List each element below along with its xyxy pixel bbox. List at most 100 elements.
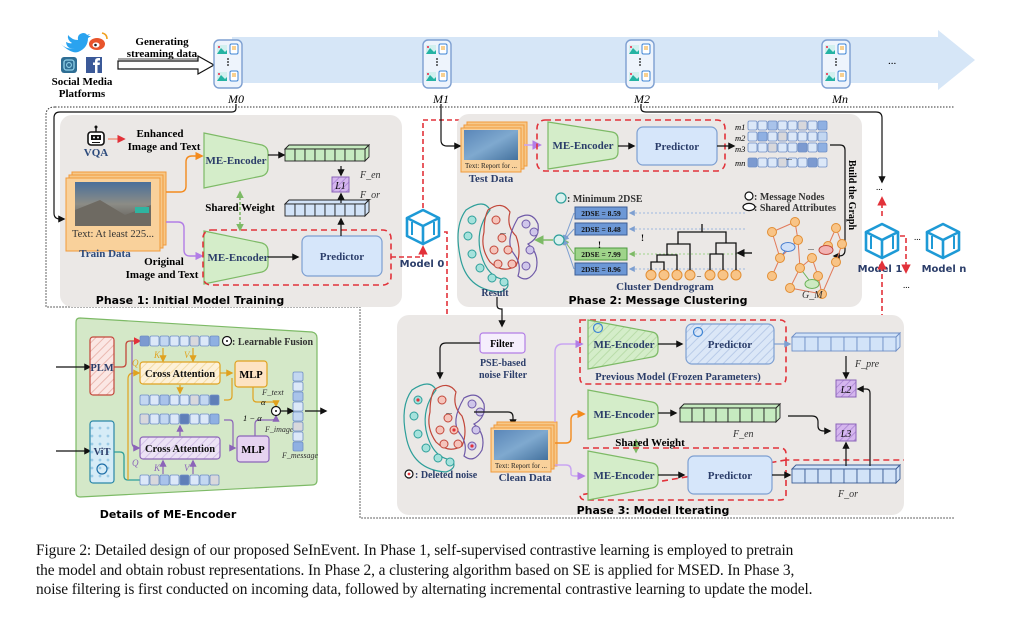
vector-cell [767, 120, 778, 131]
min-2dse-node [553, 234, 565, 246]
me-encoder-original: ME-Encoder [203, 230, 269, 285]
weibo-icon [89, 32, 108, 50]
message-block-m0: M0 [213, 39, 244, 106]
k-label: K [153, 350, 161, 360]
m2-row-label: m2 [735, 133, 746, 143]
graph-label: G_M [802, 290, 823, 301]
encoder-label: ME-Encoder [552, 140, 613, 152]
vector-cell [344, 148, 356, 162]
vector-cell [797, 120, 808, 131]
test-data-label: Test Data [469, 173, 514, 185]
filter-desc-1: PSE-based [480, 358, 527, 369]
models-ellipsis-mid: ... [914, 232, 921, 242]
predictor-phase3: Predictor [687, 455, 773, 495]
dse-box-bg [574, 206, 628, 220]
vector-cell [791, 336, 806, 352]
dse-box-bg [574, 262, 628, 276]
image-token-vector [139, 474, 220, 486]
vector-cell [843, 336, 858, 352]
cluster-node-violet [525, 245, 535, 255]
result-label: Result [481, 288, 509, 299]
vector-cell [679, 407, 693, 423]
me-encoder-phase2: ME-Encoder [547, 121, 619, 170]
predictor-label: Predictor [320, 251, 365, 263]
loss-l2-label: L2 [840, 385, 852, 396]
vector-cell [856, 336, 871, 352]
vector-cell [767, 131, 778, 142]
graph-node [837, 239, 847, 249]
vector-cell [314, 148, 326, 162]
phase2-title: Phase 2: Message Clustering [569, 294, 748, 307]
encoder-label: ME-Encoder [593, 409, 654, 421]
vector-cell [767, 157, 778, 168]
source-label-line2: Platforms [59, 88, 106, 100]
text-attended-vector [139, 394, 220, 406]
predictor-label: Predictor [708, 470, 753, 482]
caption-line-3: noise filtering is first conducted on in… [36, 581, 813, 598]
cluster-node-teal [475, 263, 485, 273]
mn-row-label: mn [735, 158, 745, 168]
me-encoder-original-phase3: ME-Encoder [587, 450, 659, 501]
encoder-details-title: Details of ME-Encoder [100, 508, 237, 521]
model-cube-icon [925, 222, 961, 260]
graph-node [790, 217, 800, 227]
vector-cell [334, 148, 346, 162]
vector-cell [807, 142, 818, 153]
vector-cell [304, 148, 316, 162]
f-en-label: F_en [732, 429, 754, 440]
image-attended-vector [139, 413, 220, 425]
loss-l1: L1 [331, 176, 350, 193]
legend-min-2dse: : Minimum 2DSE [567, 194, 643, 205]
clean-data-stack: Text: Report for ... [490, 421, 558, 473]
shared-attribute-node [804, 279, 820, 289]
vector-cell [882, 468, 897, 484]
f-text-label: F_text [261, 387, 284, 397]
vector-top [790, 332, 902, 338]
fusion-legend: : Learnable Fusion [232, 337, 314, 348]
filter-box: Filter [479, 332, 526, 354]
vector-cell [787, 157, 798, 168]
vector-cell [869, 336, 884, 352]
vector-cell [830, 336, 845, 352]
cluster-node-teal [421, 443, 431, 453]
vector-cell [807, 131, 818, 142]
stream-ellipsis: ... [888, 55, 897, 67]
generating-label: Generating [135, 36, 189, 48]
vqa-label: VQA [84, 147, 109, 159]
phase2-message-clustering: Text: Report for ... Test Data ME-Encode… [440, 104, 862, 307]
model-0: Model 0 [400, 208, 445, 270]
cluster-outline-violet [455, 394, 485, 460]
vector-cell [292, 391, 304, 402]
vector-cell [757, 120, 768, 131]
q-label: Q [132, 358, 139, 368]
cluster-node-red [497, 233, 507, 243]
vector-cell [791, 468, 806, 484]
model-cube-icon [864, 222, 900, 260]
shared-weight-label: Shared Weight [205, 202, 275, 214]
graph-edge [789, 287, 823, 295]
original-label-1: Original [144, 256, 184, 268]
build-graph-label: Build the Graph [846, 160, 857, 230]
vector-cell [169, 394, 180, 406]
graph-edge [821, 261, 837, 295]
f-or-label: F_or [359, 190, 380, 201]
vector-cell [804, 336, 819, 352]
model0-label: Model 0 [400, 259, 445, 270]
me-encoder-enhanced-phase3: ME-Encoder [587, 389, 659, 440]
vector-cell [807, 120, 818, 131]
v-label: V [184, 463, 191, 473]
model-n: Model n [922, 222, 966, 275]
dendrogram-leaf [730, 269, 742, 281]
vector-cell [179, 335, 190, 347]
caption-line-2: the model and obtain robust representati… [36, 561, 795, 579]
model-1: Model 1 [858, 222, 902, 275]
vector-cell [777, 157, 788, 168]
vector-cell [757, 142, 768, 153]
graph-node [767, 271, 777, 281]
vit-block: ViT [89, 420, 115, 484]
twitter-icon [61, 33, 91, 53]
dendrogram-label: Cluster Dendrogram [616, 281, 714, 293]
vector-cell [817, 336, 832, 352]
instagram-icon [61, 57, 77, 73]
fusion-legend-icon [221, 335, 233, 347]
